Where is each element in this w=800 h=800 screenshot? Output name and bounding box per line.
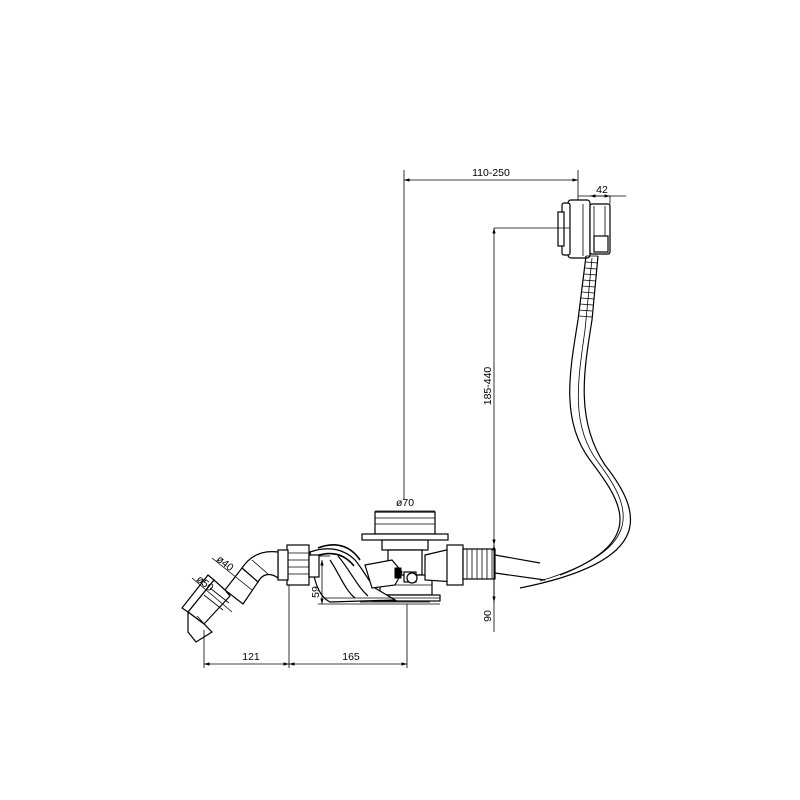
overflow-hose (519, 255, 632, 589)
dim-overflow-offset: 110-250 (403, 167, 579, 500)
dim-trap-height: 59 (310, 555, 440, 605)
dim-overflow-offset-label: 110-250 (472, 167, 510, 179)
dim-trap-height-label: 59 (310, 586, 322, 598)
dim-outlet-length-label: 121 (242, 651, 260, 663)
dim-overflow-height: 185-440 (482, 227, 570, 545)
dim-overflow-width-label: 42 (596, 184, 608, 196)
dim-pipe-40-label: ø40 (214, 553, 236, 574)
trap-body (309, 544, 440, 603)
dim-overflow-width: 42 (578, 184, 626, 204)
outlet-nut (277, 544, 320, 586)
dim-drain-to-outlet-label: 165 (342, 651, 360, 663)
dim-bottom: 121 165 (203, 585, 408, 668)
dim-total-height-label: 90 (482, 610, 494, 622)
outlet-bend (181, 551, 279, 643)
dim-waste-diameter-label: ø70 (396, 497, 414, 509)
drain-connector (424, 544, 546, 586)
dim-total-height: 90 (482, 545, 496, 632)
dim-overflow-height-label: 185-440 (482, 367, 494, 406)
overflow-head (557, 199, 611, 259)
dim-waste-diameter: ø70 (375, 497, 435, 512)
